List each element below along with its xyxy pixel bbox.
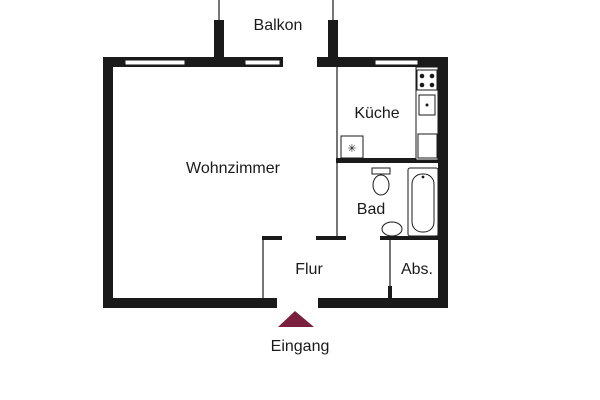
appliance-icon [340, 135, 364, 159]
windows [124, 59, 419, 66]
fridge-icon [417, 133, 438, 159]
interior-walls [262, 67, 440, 298]
bathroom-fixtures [371, 167, 439, 237]
kitchen-label: Küche [354, 105, 399, 122]
svg-text:✳: ✳ [347, 142, 356, 155]
outer-walls [103, 57, 448, 308]
living-room-label: Wohnzimmer [186, 160, 281, 177]
toilet-icon [372, 174, 390, 196]
stove-icon [416, 69, 438, 91]
hall-label: Flur [295, 261, 323, 278]
entrance-label: Eingang [271, 338, 330, 355]
balcony-posts [214, 0, 338, 60]
kitchen-fixtures: ✳ [340, 66, 439, 161]
bathroom-label: Bad [357, 201, 385, 218]
entrance-marker-icon [278, 311, 314, 327]
balcony-label: Balkon [254, 17, 303, 34]
storage-label: Abs. [401, 261, 433, 278]
washbasin-icon [381, 221, 403, 237]
